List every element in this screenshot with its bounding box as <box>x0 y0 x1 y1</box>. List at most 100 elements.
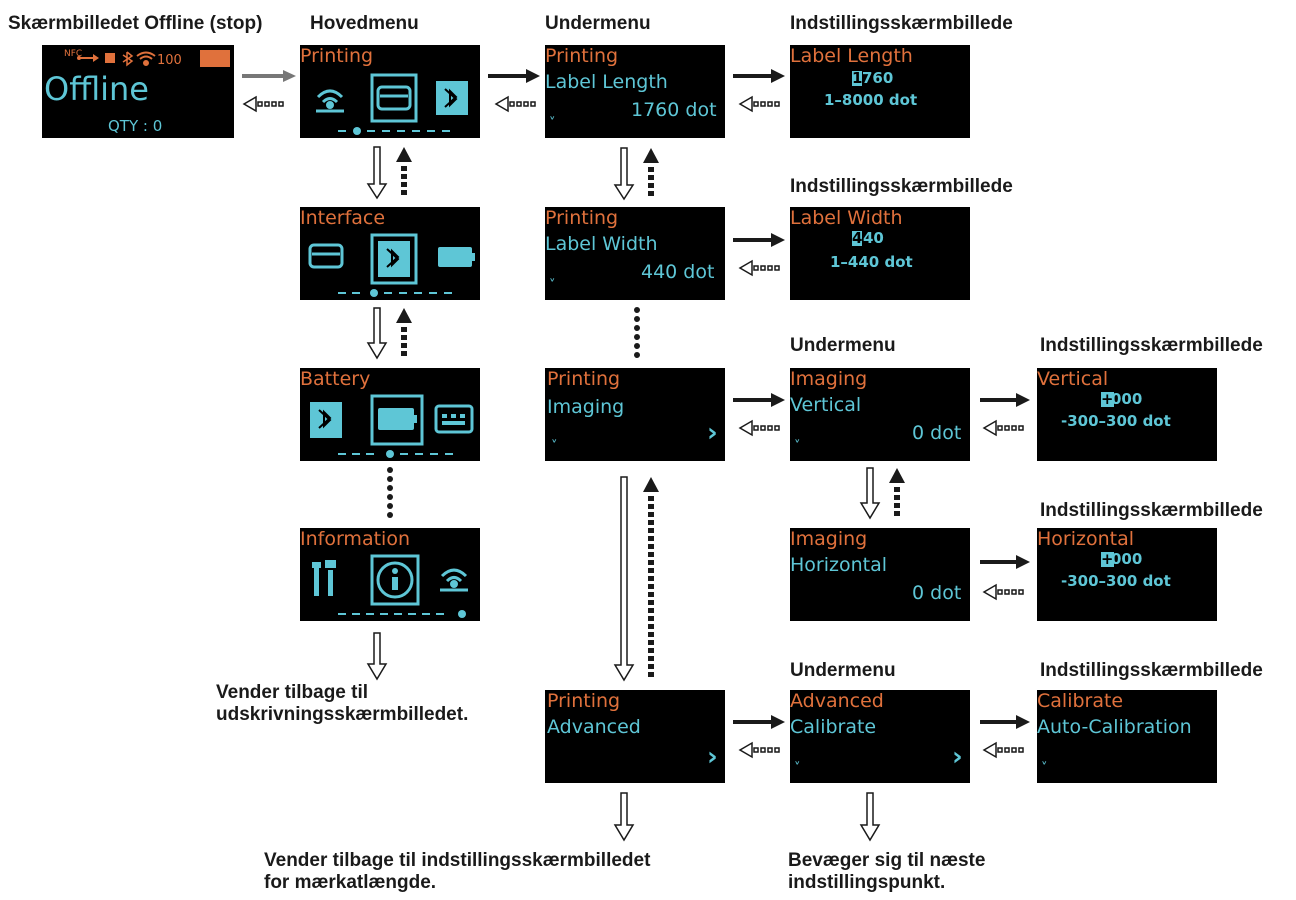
submenu-horizontal: Imaging Horizontal 0 dot <box>790 528 970 621</box>
setting-title: Label Width <box>790 207 903 229</box>
menu-title: Battery <box>300 368 371 390</box>
submenu-title: Printing <box>545 45 619 67</box>
header-setting-screen-2: Indstillingsskærmbillede <box>790 176 1013 197</box>
main-menu-information: Information <box>300 528 480 621</box>
setting-value: 000 <box>1111 550 1143 568</box>
header-offline-screen: Skærmbilledet Offline (stop) <box>8 13 263 34</box>
up-arrow <box>396 147 905 677</box>
chevron-down-icon: ˅ <box>1041 761 1048 776</box>
header-submenu-3: Undermenu <box>790 660 896 681</box>
setting-value: 40 <box>863 229 884 247</box>
submenu-title: Printing <box>547 690 621 712</box>
menu-title: Information <box>300 528 410 550</box>
selection-frame <box>370 554 420 606</box>
setting-range: -300–300 dot <box>1061 412 1171 430</box>
cursor-digit: 4 <box>852 229 863 247</box>
note-back-to-print: Vender tilbage til udskrivningsskærmbill… <box>216 682 468 726</box>
submenu-item: Calibrate <box>790 716 877 738</box>
selection-frame <box>370 233 418 285</box>
battery-icon <box>438 247 475 267</box>
setting-title: Label Length <box>790 45 913 67</box>
header-setting-screen-4: Indstillingsskærmbillede <box>1040 500 1263 521</box>
usb-icon <box>77 54 99 62</box>
setting-value: 760 <box>862 69 894 87</box>
menu-title: Printing <box>300 45 374 67</box>
note-line: Vender tilbage til indstillingsskærmbill… <box>264 850 651 871</box>
chevron-down-icon: ˅ <box>549 116 556 131</box>
submenu-title: Advanced <box>790 690 884 712</box>
battery-icon <box>200 50 230 67</box>
submenu-item: Imaging <box>547 396 625 418</box>
cursor-digit: + <box>1101 390 1114 408</box>
offline-status: Offline <box>44 70 149 108</box>
wireless-icon <box>316 89 344 113</box>
cursor-digit: + <box>1101 550 1114 568</box>
info-icon <box>376 561 414 599</box>
submenu-calibrate: Advanced Calibrate › ˅ <box>790 690 970 783</box>
battery-icon <box>378 408 417 430</box>
chevron-down-icon: ˅ <box>551 439 558 454</box>
setting-item: Auto-Calibration <box>1037 716 1192 738</box>
setting-horizontal: Horizontal + 000 -300–300 dot <box>1037 528 1217 621</box>
note-line: Bevæger sig til næste <box>788 850 986 871</box>
menu-title: Interface <box>300 207 386 229</box>
offline-screen: NFC 100 Offline QTY : 0 <box>42 45 234 138</box>
page-indicator <box>338 610 466 618</box>
submenu-item: Label Length <box>545 71 668 93</box>
forward-arrow <box>488 69 1030 729</box>
submenu-title: Printing <box>545 207 619 229</box>
status-icons: 100 <box>77 51 182 68</box>
header-setting-screen-5: Indstillingsskærmbillede <box>1040 660 1263 681</box>
setting-title: Calibrate <box>1037 690 1124 712</box>
header-submenu: Undermenu <box>545 13 651 34</box>
setting-range: -300–300 dot <box>1061 572 1171 590</box>
header-setting-screen-3: Indstillingsskærmbillede <box>1040 335 1263 356</box>
nfc-icon: NFC <box>64 49 83 59</box>
chevron-right-icon: › <box>707 742 718 772</box>
setting-title: Horizontal <box>1037 528 1135 550</box>
page-indicator <box>338 450 453 458</box>
bluetooth-box-icon <box>436 81 468 115</box>
submenu-item: Advanced <box>547 716 641 738</box>
setting-vertical: Vertical + 000 -300–300 dot <box>1037 368 1217 461</box>
printer-icon <box>308 243 344 269</box>
wifi-icon <box>136 51 156 66</box>
chevron-right-icon: › <box>707 418 718 448</box>
setting-calibrate: Calibrate Auto-Calibration ˅ <box>1037 690 1217 783</box>
note-back-to-label-length: Vender tilbage til indstillingsskærmbill… <box>264 850 650 894</box>
setting-range: 1–440 dot <box>830 253 913 271</box>
setting-value: 000 <box>1111 390 1143 408</box>
main-menu-printing: Printing <box>300 45 480 138</box>
setting-label-length: Label Length 1 760 1–8000 dot <box>790 45 970 138</box>
submenu-advanced: Printing Advanced › <box>545 690 725 783</box>
qty-counter: QTY : 0 <box>108 117 163 135</box>
submenu-title: Imaging <box>790 368 868 390</box>
note-next-item: Bevæger sig til næste indstillingspunkt. <box>788 850 985 894</box>
note-line: udskrivningsskærmbilledet. <box>216 704 469 725</box>
submenu-vertical: Imaging Vertical 0 dot ˅ <box>790 368 970 461</box>
chevron-down-icon: ˅ <box>794 439 801 454</box>
bluetooth-icon <box>122 51 134 67</box>
note-line: for mærkatlængde. <box>264 872 437 893</box>
setting-range: 1–8000 dot <box>824 91 918 109</box>
page-indicator <box>338 289 452 297</box>
submenu-label-length: Printing Label Length 1760 dot ˅ <box>545 45 725 138</box>
submenu-title: Printing <box>547 368 621 390</box>
ellipsis-dots <box>387 307 640 518</box>
submenu-value: 1760 dot <box>631 99 717 121</box>
submenu-value: 0 dot <box>912 422 962 444</box>
main-menu-interface: Interface <box>300 207 480 300</box>
bluetooth-box-icon <box>378 241 410 277</box>
header-main-menu: Hovedmenu <box>310 13 419 34</box>
wireless-icon <box>440 568 468 592</box>
header-submenu-2: Undermenu <box>790 335 896 356</box>
media-icon <box>105 53 115 63</box>
main-menu-battery: Battery <box>300 368 480 461</box>
page-indicator <box>338 127 450 135</box>
setting-label-width: Label Width 4 40 1–440 dot <box>790 207 970 300</box>
selection-frame <box>370 394 424 446</box>
submenu-value: 0 dot <box>912 582 962 604</box>
submenu-value: 440 dot <box>641 261 715 283</box>
chevron-down-icon: ˅ <box>794 761 801 776</box>
